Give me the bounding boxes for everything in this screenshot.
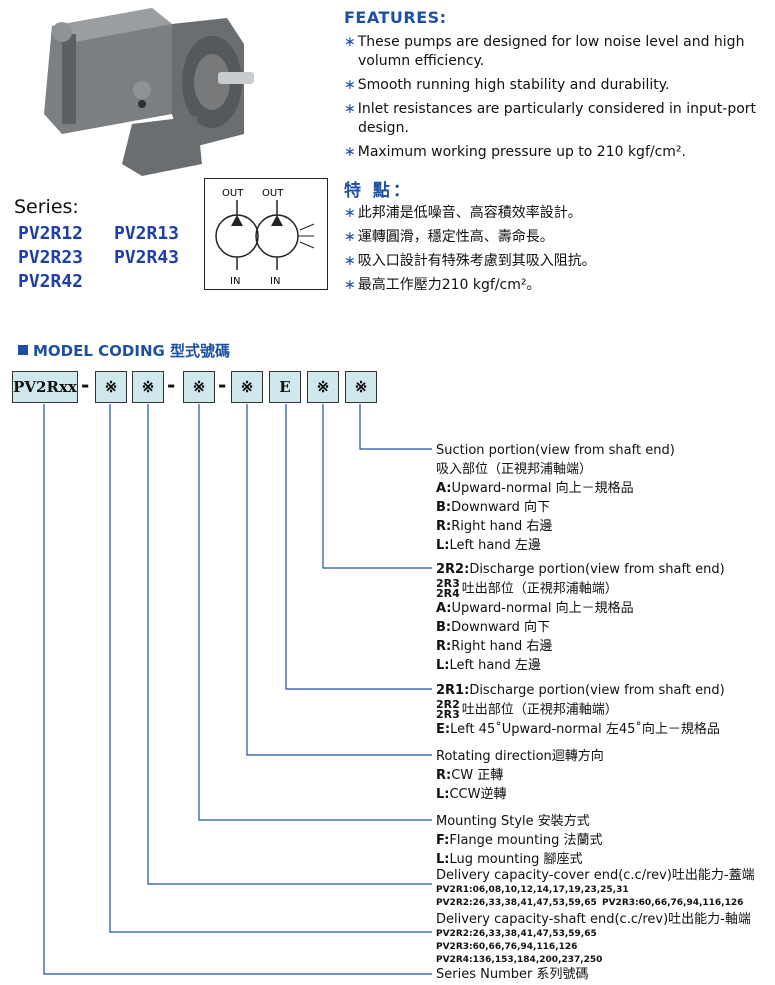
suction-option: R:Right hand 右邊 bbox=[436, 519, 553, 534]
feature-item-3: ∗Inlet resistances are particularly cons… bbox=[344, 101, 757, 136]
series-label: Series: bbox=[14, 196, 79, 218]
mounting-option: L:Lug mounting 腳座式 bbox=[436, 852, 583, 867]
mounting-title: Mounting Style 安裝方式 bbox=[436, 814, 590, 829]
rotation-title: Rotating direction迴轉方向 bbox=[436, 749, 604, 764]
hydraulic-pump-symbol: OUT OUT IN IN bbox=[204, 178, 328, 290]
delivery-shaft-row: PV2R3:60,66,76,94,116,126 bbox=[436, 942, 578, 952]
code-dash: - bbox=[167, 373, 176, 397]
feature-cn-item-4: ∗最高工作壓力210 kgf/cm²。 bbox=[344, 277, 541, 293]
delivery-shaft-row: PV2R2:26,33,38,41,47,53,59,65 bbox=[436, 929, 597, 939]
code-box-cover-capacity: ※ bbox=[132, 371, 164, 403]
feature-cn-item-1: ∗此邦浦是低噪音、高容積效率設計。 bbox=[344, 205, 582, 221]
discharge-shaft-title: 2R1:Discharge portion(view from shaft en… bbox=[436, 683, 725, 698]
series-name: PV2R42 bbox=[18, 271, 84, 292]
code-box-series: PV2Rxx bbox=[12, 371, 78, 403]
rotation-option: L:CCW逆轉 bbox=[436, 787, 507, 802]
code-box-cover-discharge: ※ bbox=[307, 371, 339, 403]
series-name: PV2R23 bbox=[18, 247, 84, 268]
discharge-cover-option: B:Downward 向下 bbox=[436, 620, 551, 635]
delivery-cover-title: Delivery capacity-cover end(c.c/rev)吐出能力… bbox=[436, 868, 755, 883]
model-coding-heading: MODEL CODING 型式號碼 bbox=[18, 340, 230, 361]
delivery-cover-row: PV2R2:26,33,38,41,47,53,59,65 bbox=[436, 898, 597, 908]
suction-title: Suction portion(view from shaft end) bbox=[436, 443, 675, 458]
feature-cn-item-2: ∗運轉圓滑，穩定性高、壽命長。 bbox=[344, 229, 554, 245]
feature-item-4: ∗Maximum working pressure up to 210 kgf/… bbox=[344, 144, 686, 160]
rotation-option: R:CW 正轉 bbox=[436, 768, 504, 783]
features-cn-heading: 特 點： bbox=[344, 181, 413, 201]
suction-option: A:Upward-normal 向上－規格品 bbox=[436, 481, 634, 496]
code-dash: - bbox=[81, 373, 90, 397]
mounting-option: F:Flange mounting 法蘭式 bbox=[436, 833, 603, 848]
suction-option: B:Downward 向下 bbox=[436, 500, 551, 515]
code-box-suction: ※ bbox=[345, 371, 377, 403]
in-label-2: IN bbox=[270, 276, 280, 287]
delivery-cover-row: PV2R1:06,08,10,12,14,17,19,23,25,31 bbox=[436, 885, 629, 895]
series-name: PV2R12 bbox=[18, 223, 84, 244]
feature-item-2: ∗Smooth running high stability and durab… bbox=[344, 77, 670, 93]
suction-title-cn: 吸入部位（正視邦浦軸端） bbox=[436, 462, 593, 477]
code-box-rotation: ※ bbox=[231, 371, 263, 403]
discharge-shaft-option: E:Left 45˚Upward-normal 左45˚向上－規格品 bbox=[436, 722, 720, 737]
suction-option: L:Left hand 左邊 bbox=[436, 538, 541, 553]
out-label-1: OUT bbox=[222, 188, 244, 199]
code-box-shaft-discharge: E bbox=[269, 371, 301, 403]
delivery-shaft-title: Delivery capacity-shaft end(c.c/rev)吐出能力… bbox=[436, 912, 751, 927]
code-box-shaft-capacity: ※ bbox=[95, 371, 127, 403]
square-bullet-icon bbox=[18, 345, 28, 355]
series-number-title: Series Number 系列號碼 bbox=[436, 967, 589, 982]
in-label-1: IN bbox=[230, 276, 240, 287]
discharge-cover-option: L:Left hand 左邊 bbox=[436, 658, 541, 673]
feature-item-1: ∗These pumps are designed for low noise … bbox=[344, 34, 745, 69]
out-label-2: OUT bbox=[262, 188, 284, 199]
features-heading: FEATURES: bbox=[344, 8, 447, 27]
series-name: PV2R43 bbox=[114, 247, 180, 268]
series-name: PV2R13 bbox=[114, 223, 180, 244]
discharge-cover-option: A:Upward-normal 向上－規格品 bbox=[436, 601, 634, 616]
delivery-shaft-row: PV2R4:136,153,184,200,237,250 bbox=[436, 955, 603, 965]
delivery-cover-row: PV2R3:60,66,76,94,116,126 bbox=[602, 898, 744, 908]
code-dash: - bbox=[218, 373, 227, 397]
pump-illustration bbox=[44, 8, 254, 176]
discharge-cover-title: 2R2:Discharge portion(view from shaft en… bbox=[436, 562, 725, 577]
code-box-mounting: ※ bbox=[183, 371, 215, 403]
feature-cn-item-3: ∗吸入口設計有特殊考慮到其吸入阻抗。 bbox=[344, 253, 596, 269]
discharge-cover-option: R:Right hand 右邊 bbox=[436, 639, 553, 654]
